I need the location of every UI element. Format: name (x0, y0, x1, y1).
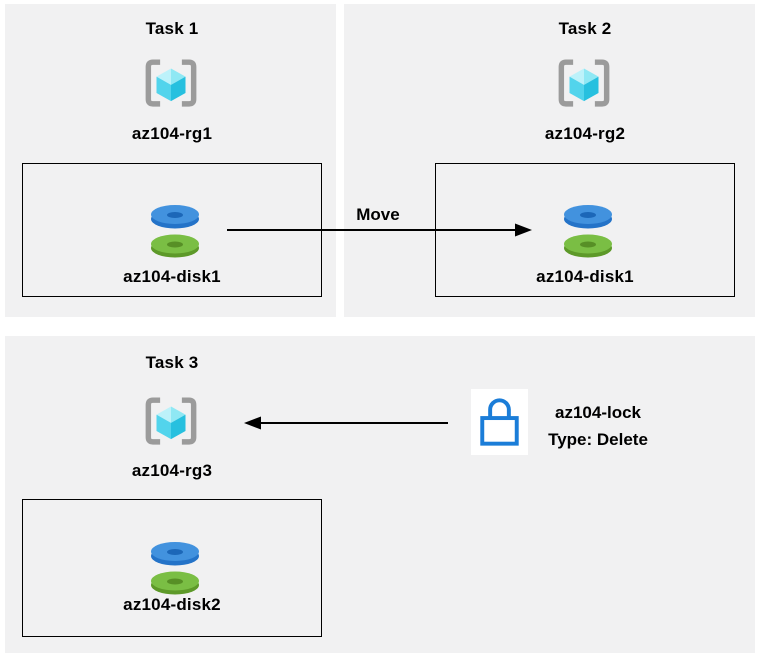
lock-name: az104-lock (555, 403, 641, 422)
task1-title: Task 1 (145, 19, 199, 38)
disk-icon (151, 542, 199, 595)
resource-group-icon (555, 55, 613, 111)
resource-group-rg2-label: az104-rg2 (544, 124, 626, 143)
lock-tile (471, 389, 528, 455)
task3-title: Task 3 (145, 353, 199, 372)
lock-icon (480, 398, 519, 446)
task1-disk-label: az104-disk1 (123, 267, 221, 286)
panel-task3 (5, 336, 755, 653)
task3-disk-box (22, 499, 322, 637)
lock-caption: az104-lock Type: Delete (532, 399, 664, 453)
panel-task1 (5, 4, 336, 317)
resource-group-rg1-label: az104-rg1 (131, 124, 213, 143)
task2-title: Task 2 (558, 19, 612, 38)
lock-type: Type: Delete (548, 430, 648, 449)
resource-group-rg3-label: az104-rg3 (131, 461, 213, 480)
resource-group-icon (142, 55, 200, 111)
resource-group-icon (142, 393, 200, 449)
disk-icon (564, 205, 612, 258)
disk-icon (151, 205, 199, 258)
panel-task2 (344, 4, 755, 317)
task2-disk-label: az104-disk1 (536, 267, 634, 286)
task3-disk-label: az104-disk2 (123, 595, 221, 614)
move-arrow-label: Move (356, 205, 400, 224)
